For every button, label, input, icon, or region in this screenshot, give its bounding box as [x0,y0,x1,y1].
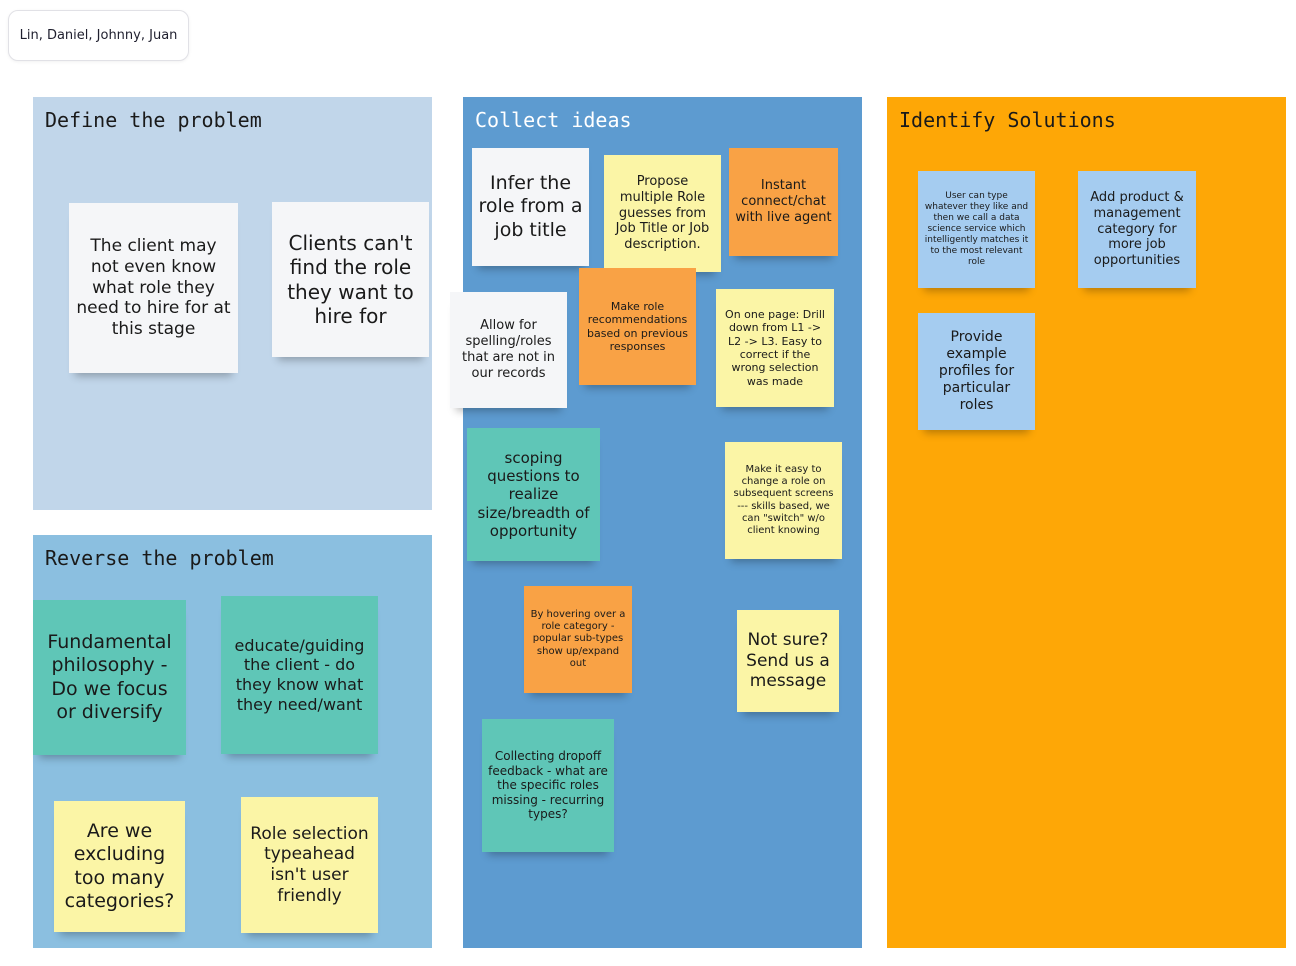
sticky-note-text: Allow for spelling/roles that are not in… [462,318,555,381]
sticky-note[interactable]: Provide example profiles for particular … [918,313,1035,430]
frame-title: Collect ideas [475,108,632,132]
sticky-note[interactable]: Make it easy to change a role on subsequ… [725,442,842,559]
sticky-note[interactable]: Clients can't find the role they want to… [272,202,429,357]
frame-title: Reverse the problem [45,546,274,570]
sticky-note-text: Make role recommendations based on previ… [587,299,688,353]
sticky-note-text: On one page: Drill down from L1 -> L2 ->… [725,307,825,388]
sticky-note[interactable]: Infer the role from a job title [472,148,589,266]
participants-text: Lin, Daniel, Johnny, Juan [19,28,178,43]
sticky-note[interactable]: educate/guiding the client - do they kno… [221,596,378,754]
sticky-note[interactable]: Instant connect/chat with live agent [729,148,838,256]
sticky-note-text: User can type whatever they like and the… [924,191,1029,267]
frame-title: Identify Solutions [899,108,1116,132]
sticky-note[interactable]: Propose multiple Role guesses from Job T… [604,155,721,272]
sticky-note-text: Are we excluding too many categories? [64,820,175,912]
sticky-note[interactable]: Allow for spelling/roles that are not in… [450,292,567,408]
sticky-note-text: Infer the role from a job title [478,172,583,241]
sticky-note[interactable]: User can type whatever they like and the… [918,171,1035,288]
sticky-note-text: By hovering over a role category - popul… [530,609,626,669]
participants-card[interactable]: Lin, Daniel, Johnny, Juan [8,10,189,61]
sticky-note[interactable]: Are we excluding too many categories? [54,801,185,932]
sticky-note[interactable]: Not sure? Send us a message [737,610,839,712]
sticky-note-text: Add product & management category for mo… [1090,189,1184,269]
sticky-note[interactable]: Role selection typeahead isn't user frie… [241,797,378,933]
sticky-note-text: scoping questions to realize size/breadt… [477,448,590,540]
sticky-note[interactable]: scoping questions to realize size/breadt… [467,428,600,561]
sticky-note[interactable]: On one page: Drill down from L1 -> L2 ->… [716,289,834,407]
sticky-note[interactable]: By hovering over a role category - popul… [524,586,632,693]
sticky-note-text: The client may not even know what role t… [76,236,231,340]
sticky-note[interactable]: Collecting dropoff feedback - what are t… [482,719,614,852]
sticky-note-text: Clients can't find the role they want to… [287,230,414,328]
sticky-note-text: Propose multiple Role guesses from Job T… [615,173,710,253]
sticky-note-text: Role selection typeahead isn't user frie… [250,823,369,906]
sticky-note-text: educate/guiding the client - do they kno… [234,635,365,714]
sticky-note[interactable]: The client may not even know what role t… [69,203,238,373]
frame-title: Define the problem [45,108,262,132]
sticky-note-text: Not sure? Send us a message [746,629,830,692]
sticky-note-text: Provide example profiles for particular … [938,328,1015,414]
sticky-note[interactable]: Add product & management category for mo… [1078,171,1196,288]
sticky-note[interactable]: Make role recommendations based on previ… [579,268,696,385]
sticky-note[interactable]: Fundamental philosophy - Do we focus or … [33,600,186,755]
sticky-note-text: Make it easy to change a role on subsequ… [733,463,834,536]
sticky-note-text: Fundamental philosophy - Do we focus or … [47,631,172,723]
sticky-note-text: Instant connect/chat with live agent [735,178,832,225]
sticky-note-text: Collecting dropoff feedback - what are t… [488,748,608,822]
